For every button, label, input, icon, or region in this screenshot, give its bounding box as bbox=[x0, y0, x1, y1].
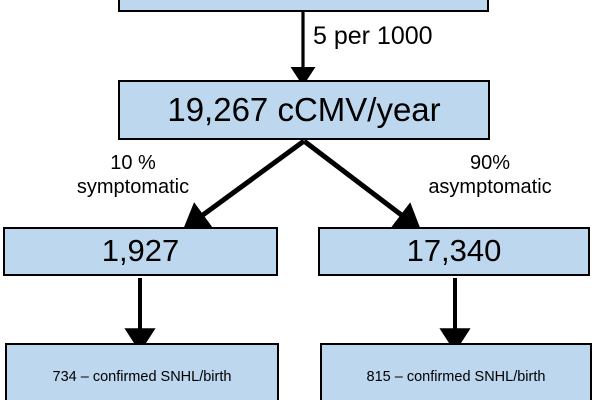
edge-label-asymptomatic-percent: 90% bbox=[469, 152, 511, 174]
edge-label-symptomatic-percent: 10 % bbox=[110, 152, 156, 174]
node-ccmv-per-year: 19,267 cCMV/year bbox=[118, 80, 490, 140]
arrow-symptomatic-branch bbox=[183, 138, 306, 230]
edge-label-incidence: 5 per 1000 bbox=[313, 22, 433, 50]
node-snhl-asymptomatic: 815 – confirmed SNHL/birth bbox=[320, 343, 592, 400]
edge-label-symptomatic: 10 % symptomatic bbox=[58, 152, 208, 199]
node-symptomatic-count: 1,927 bbox=[3, 227, 278, 276]
arrow-asymptomatic-branch bbox=[302, 139, 421, 230]
node-asymptomatic-count: 17,340 bbox=[318, 227, 590, 276]
edge-label-asymptomatic-word: asymptomatic bbox=[428, 175, 552, 198]
node-snhl-symptomatic: 734 – confirmed SNHL/birth bbox=[5, 343, 279, 400]
node-top-cropped bbox=[118, 0, 489, 12]
edge-label-symptomatic-word: symptomatic bbox=[76, 175, 190, 198]
edge-label-asymptomatic: 90% asymptomatic bbox=[405, 152, 575, 199]
